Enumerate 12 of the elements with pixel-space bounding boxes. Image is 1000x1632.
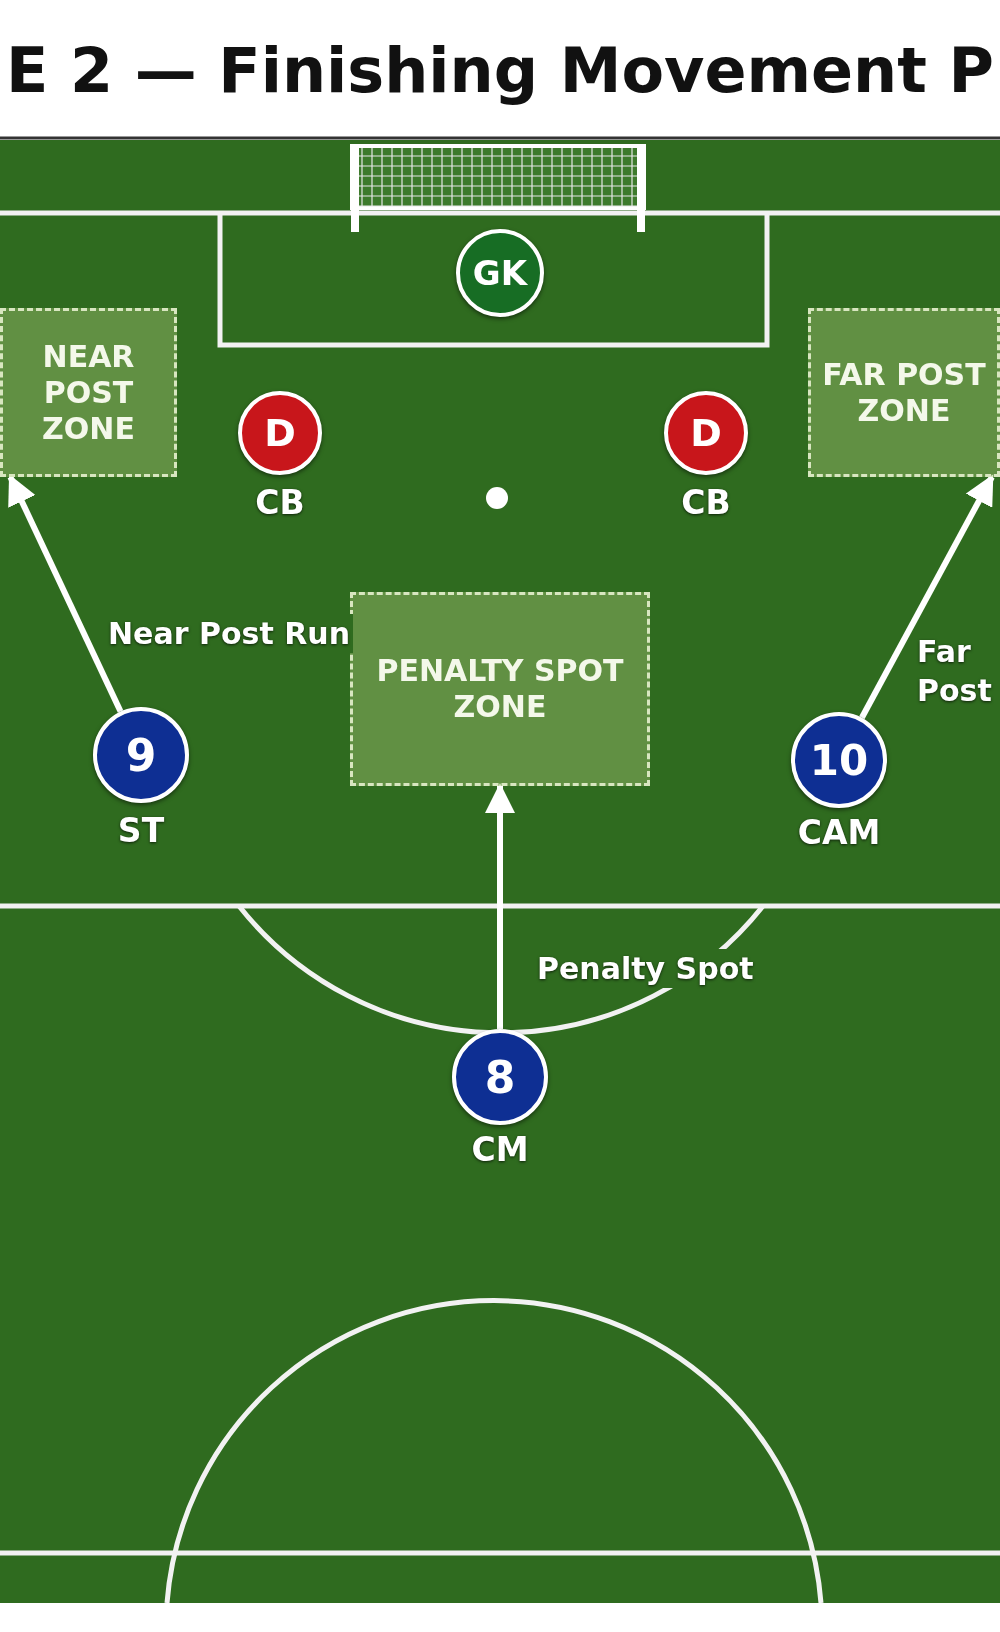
position-label: CB [254,483,306,522]
target-zone: NEAR POST ZONE [0,308,177,477]
target-zone: PENALTY SPOT ZONE [350,592,650,786]
target-zone: FAR POST ZONE [808,308,1000,477]
arrow [859,474,995,720]
position-label: ST [116,811,166,850]
arrow [7,474,124,713]
position-label: CM [470,1130,530,1169]
position-label: CB [680,483,732,522]
arrow [485,783,515,1029]
diagram-title: E 2 — Finishing Movement P [5,32,995,109]
position-label: CAM [796,813,882,852]
